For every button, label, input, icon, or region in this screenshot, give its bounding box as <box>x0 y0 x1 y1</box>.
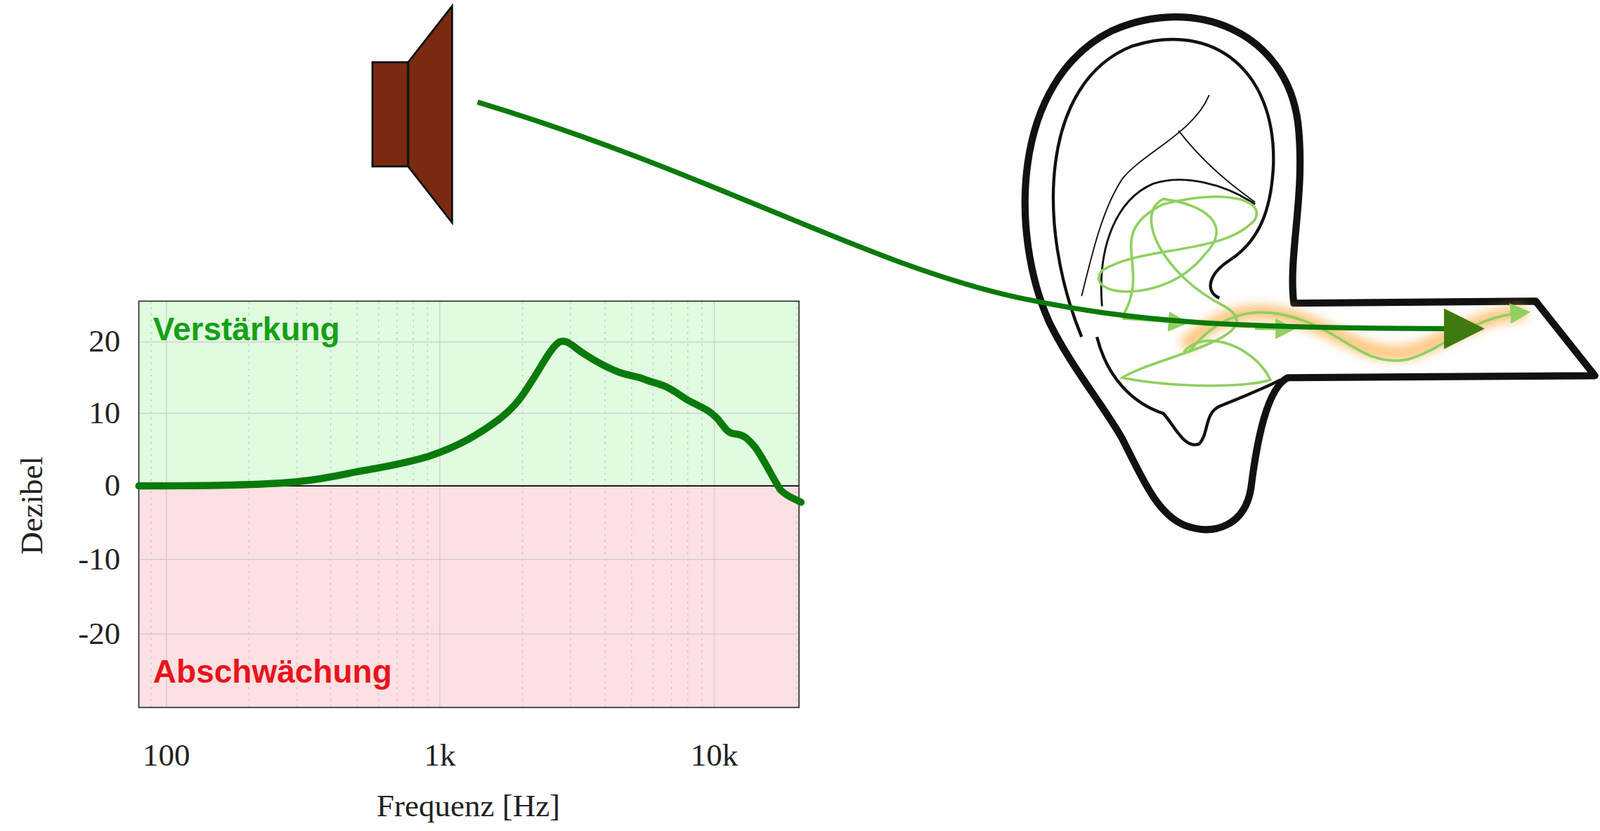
y-tick: -20 <box>77 616 121 652</box>
band-title: Abschwächung <box>153 653 393 690</box>
y-tick: -10 <box>77 541 121 577</box>
x-tick: 100 <box>142 737 191 773</box>
x-tick: 1k <box>423 737 456 773</box>
attenuation-band: Abschwächung <box>138 485 799 707</box>
y-tick: 0 <box>104 467 121 504</box>
gain-band: Verstärkung <box>138 300 799 486</box>
y-tick: 10 <box>88 395 121 431</box>
x-tick: 10k <box>690 737 739 773</box>
band-title: Verstärkung <box>153 311 341 348</box>
x-axis-title: Frequenz [Hz] <box>376 788 561 824</box>
y-axis-title: Dezibel <box>15 456 51 555</box>
y-tick: 20 <box>88 324 121 360</box>
